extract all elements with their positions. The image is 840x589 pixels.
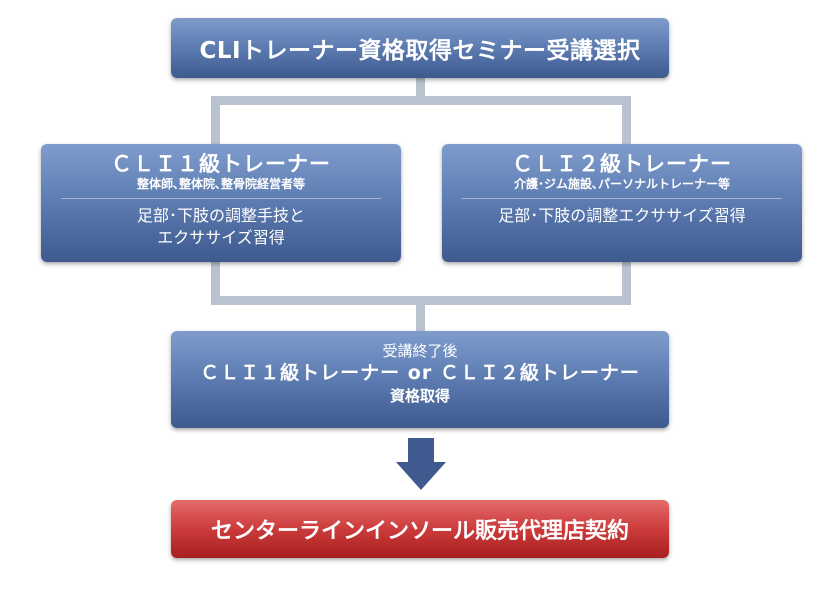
level2-target: 介護･ジム施設､パーソナルトレーナー等 [513,177,730,191]
level1-desc-line2: エクササイズ習得 [157,228,285,247]
contract-box: センターラインインソール販売代理店契約 [171,500,669,558]
level2-box: ＣＬＩ２級トレーナー 介護･ジム施設､パーソナルトレーナー等 足部･下肢の調整エ… [442,144,802,262]
level2-divider [462,198,782,199]
seminar-title-box: CLIトレーナー資格取得セミナー受講選択 [171,18,669,78]
contract-text: センターラインインソール販売代理店契約 [210,519,629,544]
level1-box: ＣＬＩ１級トレーナー 整体師､整体院､整骨院経営者等 足部･下肢の調整手技と エ… [41,144,401,262]
result-top-text: 受講終了後 [382,342,458,360]
down-arrow-icon [396,438,446,490]
level1-name: ＣＬＩ１級トレーナー [111,152,331,176]
connector-stem-bottom [416,296,425,332]
result-bottom-text: 資格取得 [389,387,450,405]
seminar-title: CLIトレーナー資格取得セミナー受講選択 [199,38,641,64]
result-box: 受講終了後 ＣＬＩ１級トレーナー or ＣＬＩ２級トレーナー 資格取得 [171,331,669,428]
level1-target: 整体師､整体院､整骨院経営者等 [136,177,305,191]
level1-divider [61,198,381,199]
level2-desc-line1: 足部･下肢の調整エクササイズ習得 [498,206,746,225]
connector-top-horizontal [211,96,631,105]
level1-desc-line1: 足部･下肢の調整手技と [136,206,305,225]
result-main-text: ＣＬＩ１級トレーナー or ＣＬＩ２級トレーナー [200,362,640,384]
level2-name: ＣＬＩ２級トレーナー [512,152,732,176]
connector-stem-top [416,78,425,100]
